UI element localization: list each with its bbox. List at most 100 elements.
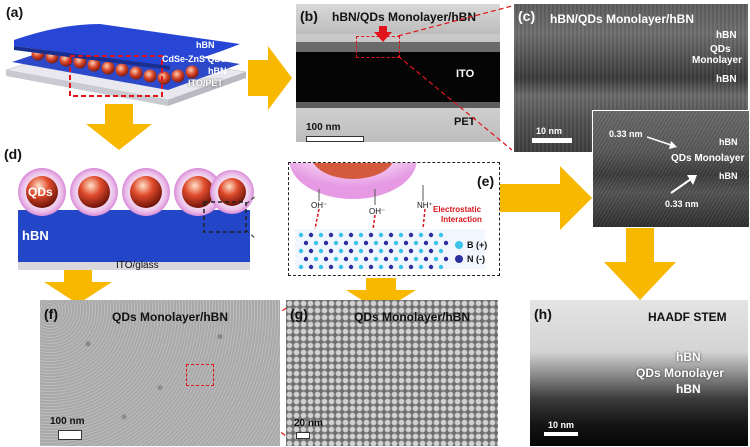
nitrogen-atom xyxy=(323,256,329,262)
panel-letter: (a) xyxy=(6,4,24,20)
boron-atom xyxy=(398,248,404,254)
panel-h: (h) HAADF STEM hBN QDs Monolayer hBN 10 … xyxy=(530,300,748,446)
qds-label: QDs xyxy=(710,44,731,55)
panel-title: hBN/QDs Monolayer/hBN xyxy=(332,10,477,24)
oh-mid-label: OH⁻ xyxy=(369,207,386,216)
interaction-label-2: Interaction xyxy=(441,215,482,224)
panel-title: QDs Monolayer/hBN xyxy=(112,310,229,324)
boron-atom xyxy=(373,240,379,246)
nitrogen-atom xyxy=(343,256,349,262)
boron-atom xyxy=(298,232,304,238)
nitrogen-atom xyxy=(408,264,414,270)
boron-atom xyxy=(433,240,439,246)
boron-atom xyxy=(413,240,419,246)
spacing-top-label: 0.33 nm xyxy=(609,129,643,139)
hbn-bottom-label: hBN xyxy=(676,382,701,396)
nitrogen-atom xyxy=(388,232,394,238)
scale-bar xyxy=(544,432,578,436)
nitrogen-atom xyxy=(443,240,449,246)
arrow-e-to-c xyxy=(500,166,592,230)
hbn-bottom-label: hBN xyxy=(716,74,737,85)
ito-label: ITO xyxy=(456,68,475,80)
nitrogen-atom xyxy=(443,256,449,262)
scale-label: 10 nm xyxy=(536,126,563,136)
boron-atom xyxy=(333,240,339,246)
nitrogen-atom xyxy=(363,240,369,246)
scale-label: 100 nm xyxy=(306,122,341,133)
boron-atom xyxy=(373,256,379,262)
hbn-bottom-label: hBN xyxy=(208,66,227,76)
interaction-label-1: Electrostatic xyxy=(433,205,482,214)
qds-monolayer-label: QDs Monolayer xyxy=(671,153,745,164)
boron-atom xyxy=(318,232,324,238)
nitrogen-atom xyxy=(323,240,329,246)
scale-bar xyxy=(532,138,572,143)
boron-legend-label: B (+) xyxy=(467,240,488,250)
boron-atom xyxy=(338,248,344,254)
boron-atom xyxy=(353,256,359,262)
substrate-label: ITO/glass xyxy=(116,260,159,271)
scale-label: 10 nm xyxy=(548,420,575,430)
callout-box-b xyxy=(356,36,400,58)
boron-atom xyxy=(338,232,344,238)
substrate-label: ITO/PET xyxy=(188,78,223,88)
panel-letter: (b) xyxy=(300,8,318,24)
nitrogen-atom xyxy=(348,248,354,254)
nitrogen-atom xyxy=(303,240,309,246)
nitrogen-atom xyxy=(423,256,429,262)
boron-atom xyxy=(298,248,304,254)
panel-letter: (g) xyxy=(290,306,308,322)
nitrogen-atom xyxy=(403,240,409,246)
boron-atom xyxy=(393,240,399,246)
hbn-bottom-label: hBN xyxy=(719,171,738,181)
boron-atom xyxy=(378,248,384,254)
panel-d: (d) QDs hBN ITO/glass xyxy=(0,142,291,272)
panel-title: HAADF STEM xyxy=(648,310,727,324)
panel-b: (b) hBN/QDs Monolayer/hBN ITO PET 100 nm xyxy=(296,4,500,142)
nitrogen-atom xyxy=(368,232,374,238)
qd-on-hbn-schematic xyxy=(18,167,291,271)
boron-atom xyxy=(318,248,324,254)
boron-atom xyxy=(438,232,444,238)
nitrogen-atom xyxy=(428,248,434,254)
hbn-top-label: hBN xyxy=(719,137,738,147)
boron-legend-dot xyxy=(455,241,463,249)
arrow-icon xyxy=(670,175,697,194)
nitrogen-legend-dot xyxy=(455,255,463,263)
boron-atom xyxy=(418,264,424,270)
nitrogen-atom xyxy=(308,232,314,238)
callout-box-f xyxy=(186,364,214,386)
boron-atom xyxy=(318,264,324,270)
nitrogen-atom xyxy=(383,240,389,246)
arrow-c-to-h xyxy=(604,226,676,300)
boron-atom xyxy=(358,248,364,254)
hbn-top-label: hBN xyxy=(196,40,215,50)
panel-e: (e) OH⁻ OH⁻ NH⁺ Electrostatic Interactio… xyxy=(288,162,500,276)
nitrogen-atom xyxy=(388,248,394,254)
callout-box-a xyxy=(69,55,163,97)
boron-atom xyxy=(358,264,364,270)
panel-letter: (c) xyxy=(518,8,536,24)
qd-particles xyxy=(18,168,254,216)
nitrogen-atom xyxy=(348,232,354,238)
panel-a: (a) hBN CdSe-ZnS QDs hBN ITO/PET xyxy=(0,0,248,108)
nitrogen-atom xyxy=(328,248,334,254)
nitrogen-atom xyxy=(428,264,434,270)
arrow-d-to-f xyxy=(44,266,112,304)
panel-title: QDs Monolayer/hBN xyxy=(354,310,471,324)
scale-label: 20 nm xyxy=(294,418,323,429)
boron-atom xyxy=(378,264,384,270)
nitrogen-atom xyxy=(408,248,414,254)
nitrogen-atom xyxy=(368,248,374,254)
boron-atom xyxy=(433,256,439,262)
scale-bar xyxy=(306,136,364,142)
qds-label: QDs xyxy=(28,185,53,199)
nitrogen-atom xyxy=(303,256,309,262)
nitrogen-atom xyxy=(328,264,334,270)
interaction-diagram xyxy=(289,163,485,270)
boron-atom xyxy=(298,264,304,270)
nitrogen-atom xyxy=(388,264,394,270)
boron-atom xyxy=(398,232,404,238)
hbn-top-label: hBN xyxy=(676,350,701,364)
boron-atom xyxy=(398,264,404,270)
